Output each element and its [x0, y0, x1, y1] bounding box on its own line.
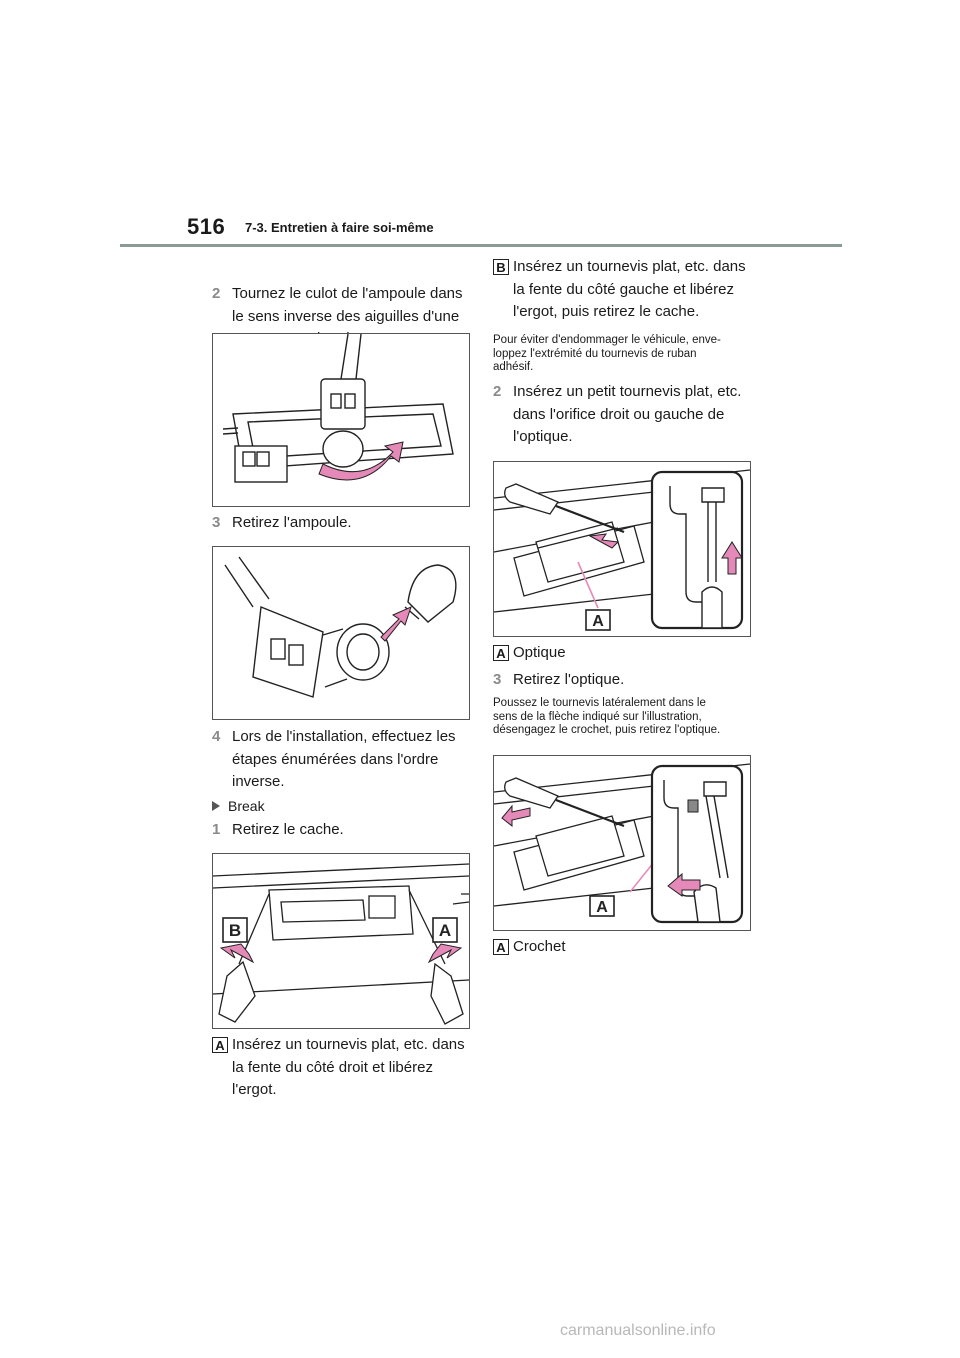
step-2-right: 2 Insérez un petit tournevis plat, etc. … [493, 381, 763, 451]
figure-label-a: A [592, 613, 604, 630]
bullet-text: Break [228, 798, 265, 814]
figure-label-a: A [439, 921, 451, 940]
callout-line: Insérez un tournevis plat, etc. dans [513, 258, 746, 275]
figure-bulb-socket-rotate [212, 333, 470, 507]
legend-text: Optique [513, 644, 566, 661]
step-text: Retirez l'optique. [513, 671, 625, 688]
step-line: Lors de l'installation, effectuez les [232, 728, 456, 745]
callout-line: l'ergot, puis retirez le cache. [513, 303, 700, 320]
note-line: adhésif. [493, 361, 534, 373]
figure-insert-screwdriver: A [493, 461, 751, 637]
legend-tag: A [493, 645, 509, 661]
callout-line: la fente du côté droit et libérez [232, 1058, 433, 1076]
note-push: Poussez le tournevis latéralement dans l… [493, 697, 763, 738]
legend-crochet: A Crochet [493, 936, 693, 960]
legend-optique: A Optique [493, 642, 693, 666]
step-line: inverse. [232, 773, 285, 790]
step-text: Retirez l'ampoule. [232, 514, 352, 531]
step-3-right: 3 Retirez l'optique. [493, 669, 753, 693]
note-line: Pour éviter d'endommager le véhicule, en… [493, 334, 721, 346]
bullet-break: Break [212, 798, 412, 818]
figure-disengage-hook: A [493, 755, 751, 931]
step-line: dans l'orifice droit ou gauche de [513, 405, 725, 423]
step-number: 1 [212, 821, 221, 838]
callout-line: l'ergot. [232, 1081, 277, 1098]
step-number: 2 [212, 285, 221, 302]
bullet-triangle-icon [212, 801, 220, 811]
figure-label-b: B [229, 921, 241, 940]
callout-line: Insérez un tournevis plat, etc. dans [232, 1036, 465, 1053]
step-line: le sens inverse des aiguilles d'une [232, 307, 460, 325]
step-number: 3 [212, 514, 221, 531]
step-number: 2 [493, 383, 502, 400]
note-line: sens de la flèche indiqué sur l'illustra… [493, 710, 702, 723]
callout-b: B Insérez un tournevis plat, etc. dans l… [493, 256, 763, 326]
watermark: carmanualsonline.info [560, 1322, 716, 1339]
figure-label-a: A [596, 899, 608, 916]
header-rule [120, 244, 842, 247]
step-text: Retirez le cache. [232, 821, 344, 838]
note-line: désengagez le crochet, puis retirez l'op… [493, 724, 721, 736]
step-line: l'optique. [513, 428, 573, 445]
step-line: étapes énumérées dans l'ordre [232, 750, 439, 768]
step-number: 3 [493, 671, 502, 688]
step-line: Tournez le culot de l'ampoule dans [232, 285, 463, 302]
note-line: loppez l'extrémité du tournevis de ruban [493, 347, 697, 360]
callout-tag: B [493, 259, 509, 275]
legend-text: Crochet [513, 938, 566, 955]
callout-tag: A [212, 1037, 228, 1053]
step-number: 4 [212, 728, 221, 745]
figure-bulb-removal [212, 546, 470, 720]
page-number: 516 [187, 214, 226, 239]
figure-remove-cover: B A [212, 853, 470, 1029]
note-line: Poussez le tournevis latéralement dans l… [493, 697, 706, 709]
note-tape: Pour éviter d'endommager le véhicule, en… [493, 334, 763, 375]
step-4-left: 4 Lors de l'installation, effectuez les … [212, 726, 482, 796]
step-3-left: 3 Retirez l'ampoule. [212, 512, 472, 536]
callout-line: la fente du côté gauche et libérez [513, 280, 734, 298]
section-title: 7-3. Entretien à faire soi-même [245, 220, 434, 235]
step-1-left: 1 Retirez le cache. [212, 819, 472, 843]
step-line: Insérez un petit tournevis plat, etc. [513, 383, 742, 400]
legend-tag: A [493, 939, 509, 955]
callout-a: A Insérez un tournevis plat, etc. dans l… [212, 1034, 482, 1104]
